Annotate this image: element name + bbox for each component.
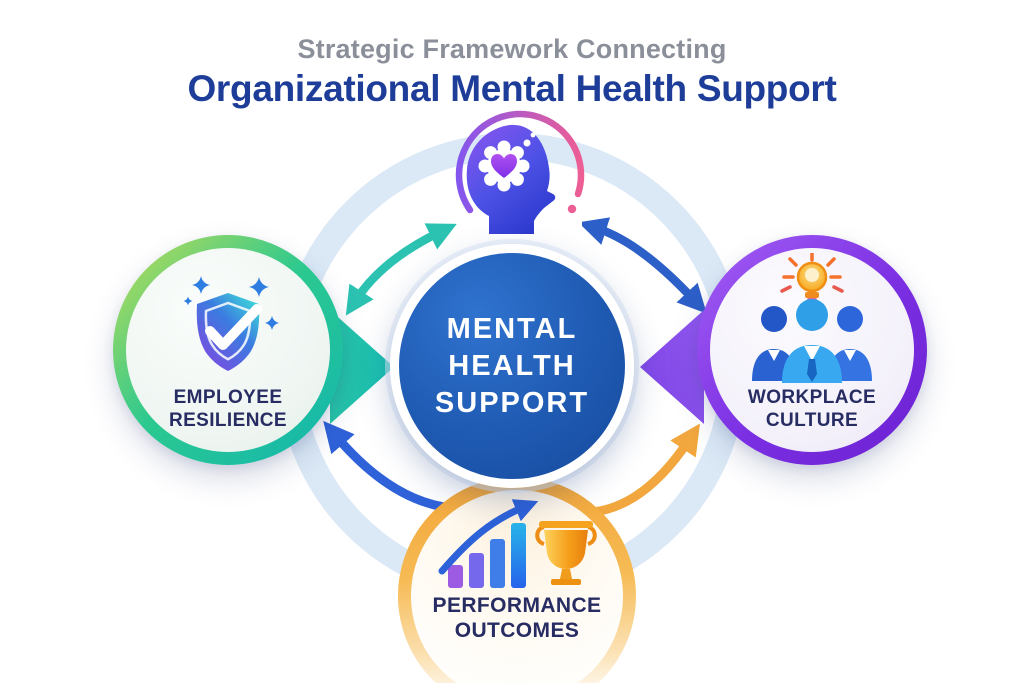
center-label-line: SUPPORT	[434, 386, 590, 419]
arrow-bottom-to-right	[588, 424, 700, 517]
node-performance-outcomes: PERFORMANCE OUTCOMES	[398, 477, 636, 683]
subtitle-text: Strategic Framework Connecting	[297, 34, 727, 64]
shield-check-icon	[183, 276, 279, 371]
head-with-heart-icon	[466, 124, 556, 234]
node-label-performance-outcomes: PERFORMANCE OUTCOMES	[432, 594, 602, 643]
arrow-center-top-right	[582, 217, 707, 314]
node-label-employee-resilience: EMPLOYEE RESILIENCE	[168, 387, 288, 431]
people-group	[752, 299, 872, 383]
growth-chart-trophy-icon	[438, 499, 597, 588]
node-employee-resilience: EMPLOYEE RESILIENCE	[113, 235, 343, 465]
arrow-center-top-left	[345, 223, 457, 316]
page-title: Organizational Mental Health Support	[187, 68, 837, 109]
trophy	[535, 521, 597, 585]
head-arc-decoration	[455, 110, 585, 214]
lightbulb-rays	[780, 253, 844, 293]
center-node-mental-health-support: MENTAL HEALTH SUPPORT	[390, 244, 634, 488]
center-label-line: MENTAL	[446, 312, 578, 345]
sparkle-stars	[183, 276, 279, 330]
node-label-workplace-culture: WORKPLACE CULTURE	[747, 387, 877, 431]
node-workplace-culture: WORKPLACE CULTURE	[697, 235, 927, 465]
center-label-line: HEALTH	[448, 349, 576, 382]
team-lightbulb-icon	[752, 253, 872, 383]
title-block: Strategic Framework Connecting Organizat…	[0, 34, 1024, 110]
